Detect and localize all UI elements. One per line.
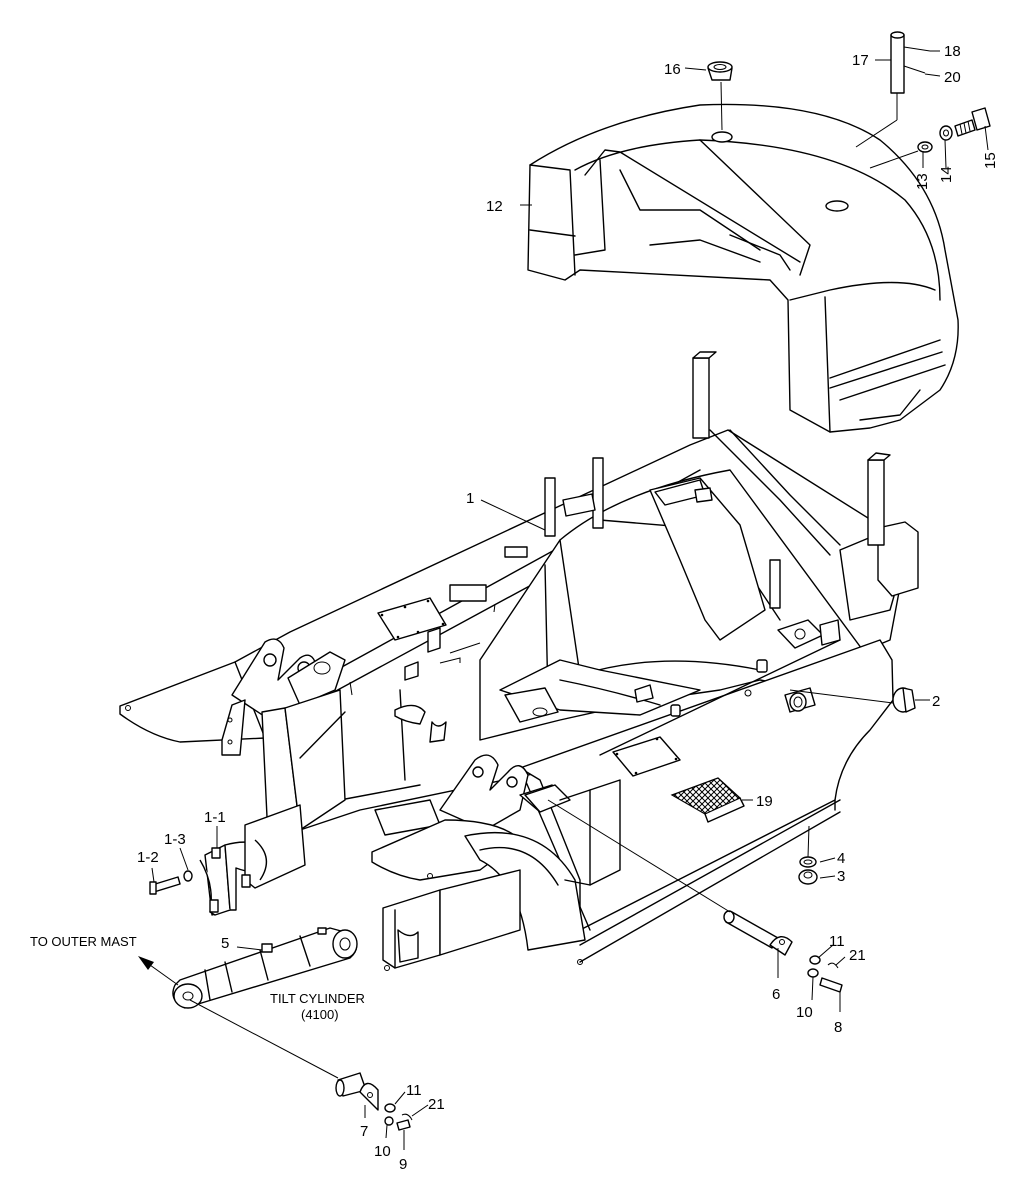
callout-8: 8: [834, 1019, 842, 1036]
callout-11b: 11: [406, 1082, 422, 1099]
caption-tilt-cylinder: TILT CYLINDER: [270, 991, 365, 1006]
callout-20: 20: [944, 69, 961, 86]
callout-2: 2: [932, 693, 940, 710]
drain-plug-16: [707, 61, 733, 131]
callout-13: 13: [914, 173, 931, 190]
callout-1-1: 1-1: [204, 809, 226, 826]
callout-15: 15: [982, 152, 999, 169]
callout-21a: 21: [849, 947, 866, 964]
callout-16: 16: [664, 61, 681, 78]
mounting-bolt-set: [869, 107, 991, 169]
callout-10b: 10: [374, 1143, 391, 1160]
callout-14: 14: [938, 166, 955, 183]
tilt-cylinder: [172, 927, 358, 1009]
cylinder-pin-front: [335, 1072, 413, 1131]
callout-5: 5: [221, 935, 229, 952]
callout-6: 6: [772, 986, 780, 1003]
nut-washer-3-4: [798, 856, 818, 885]
callout-21b: 21: [428, 1096, 445, 1113]
cylinder-pin-rear: [723, 910, 843, 993]
truck-frame: [119, 351, 919, 971]
callout-1: 1: [466, 490, 474, 507]
leader-lines: [138, 50, 989, 1150]
callout-19: 19: [756, 793, 773, 810]
callout-10a: 10: [796, 1004, 813, 1021]
captions: TO OUTER MAST TILT CYLINDER (4100): [30, 934, 365, 1022]
callout-labels: 1 1-1 1-2 1-3 2 3 4 5 6 7 8 9 10 10 11 1…: [137, 43, 999, 1173]
callout-17: 17: [852, 52, 869, 69]
plug-2: [892, 687, 916, 713]
callout-1-2: 1-2: [137, 849, 159, 866]
caption-tilt-cylinder-ref: (4100): [301, 1007, 339, 1022]
callout-7: 7: [360, 1123, 368, 1140]
caption-to-outer-mast: TO OUTER MAST: [30, 934, 137, 949]
counterweight: [527, 103, 959, 433]
lifting-pin-17: [855, 31, 931, 148]
callout-11a: 11: [829, 933, 845, 950]
clamp-bracket-set: [149, 804, 306, 916]
callout-12: 12: [486, 198, 503, 215]
callout-9: 9: [399, 1156, 407, 1173]
callout-3: 3: [837, 868, 845, 885]
callout-4: 4: [837, 850, 845, 867]
callout-18: 18: [944, 43, 961, 60]
callout-1-3: 1-3: [164, 831, 186, 848]
